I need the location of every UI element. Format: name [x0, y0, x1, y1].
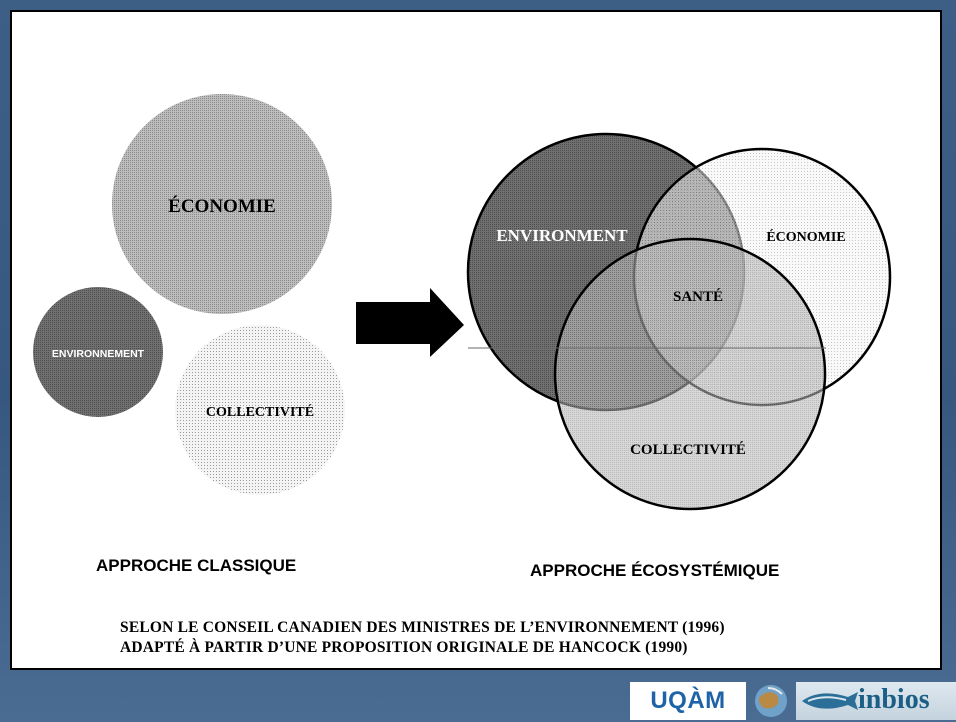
globe-icon: [755, 685, 787, 717]
fish-icon: [802, 692, 858, 710]
slide-frame: ÉCONOMIE ENVIRONNEMENT COLLECTIVITÉ ENVI…: [10, 10, 942, 670]
inbios-text: inbios: [858, 684, 930, 715]
arrow-icon: [356, 288, 464, 357]
collectivite-circle: [175, 325, 345, 495]
environment-label: ENVIRONMENT: [496, 226, 628, 245]
economie-circle: [112, 94, 332, 314]
sante-label: SANTÉ: [673, 288, 723, 305]
venn-diagram: ÉCONOMIE ENVIRONNEMENT COLLECTIVITÉ ENVI…: [33, 94, 892, 511]
source-citation: SELON LE CONSEIL CANADIEN DES MINISTRES …: [120, 618, 725, 658]
source-line-2: ADAPTÉ À PARTIR D’UNE PROPOSITION ORIGIN…: [120, 639, 688, 656]
source-line-1: SELON LE CONSEIL CANADIEN DES MINISTRES …: [120, 619, 725, 636]
environnement-label: ENVIRONNEMENT: [52, 348, 145, 360]
collectivite-label: COLLECTIVITÉ: [206, 403, 314, 420]
caption-classic: APPROCHE CLASSIQUE: [96, 556, 297, 575]
caption-ecosystemic: APPROCHE ÉCOSYSTÉMIQUE: [530, 561, 780, 580]
economie-eco-label: ÉCONOMIE: [766, 228, 845, 245]
economie-label: ÉCONOMIE: [168, 195, 276, 217]
environnement-circle: [33, 287, 163, 417]
footer-logos: UQÀM inbios: [630, 682, 956, 720]
uqam-logo: UQÀM: [630, 682, 746, 720]
collectivite-eco-circle: [553, 237, 827, 511]
inbios-logo: inbios: [796, 682, 956, 720]
collectivite-eco-label: COLLECTIVITÉ: [630, 441, 746, 458]
